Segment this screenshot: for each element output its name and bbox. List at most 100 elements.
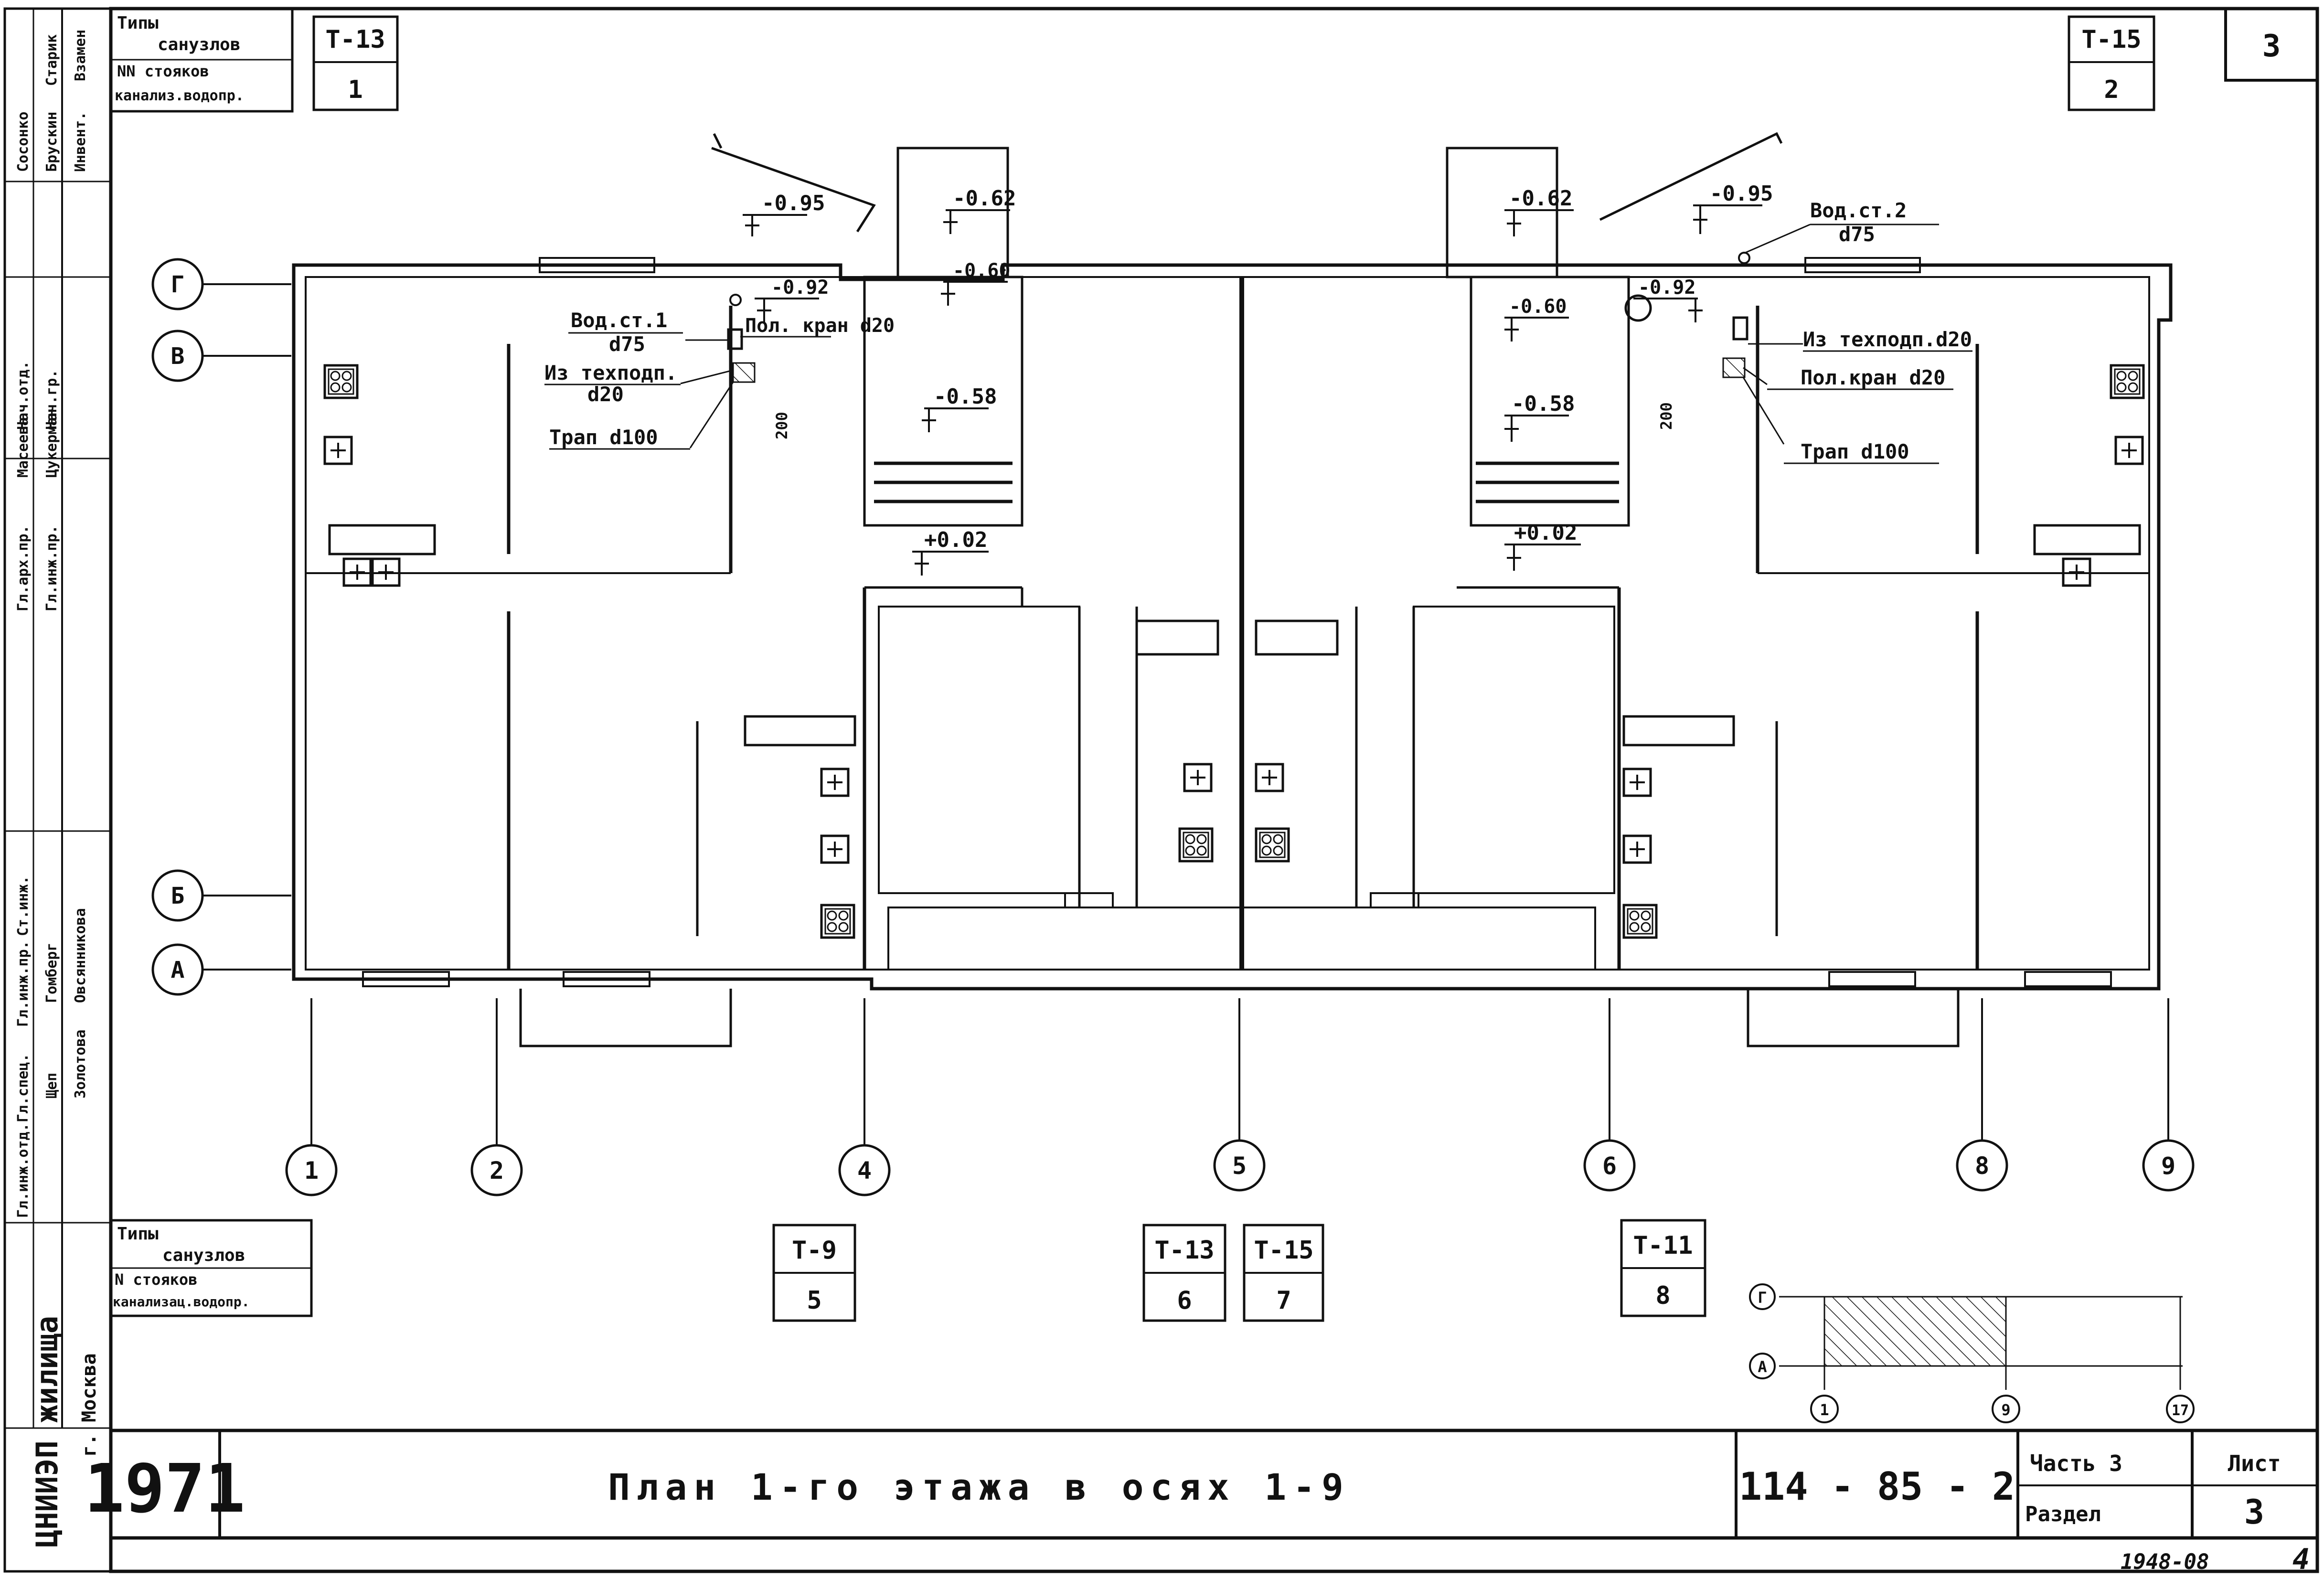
type-box-riser: 5 (807, 1286, 821, 1315)
column-axes: 1 2 4 5 6 8 9 (285, 998, 2195, 1196)
level-mark: -0.92 (755, 277, 829, 322)
level-mark: -0.60 (1504, 296, 1569, 341)
sink-icon-2 (821, 769, 848, 796)
types-label-l1: Типы (117, 13, 159, 33)
sink-icon-3 (821, 836, 848, 863)
type-box-riser: 8 (1655, 1281, 1670, 1310)
sink-icon-5 (1256, 764, 1283, 791)
level-mark: -0.58 (922, 384, 997, 432)
type-box-6: Т-136 (1142, 1224, 1226, 1322)
level-value: -0.60 (953, 260, 1010, 282)
row-axes: Г В Б А (151, 258, 291, 996)
stamp-name-6: Цукерман (43, 409, 60, 478)
axis-row-label: Б (171, 883, 185, 909)
riser-diameter: d75 (1839, 223, 1875, 246)
dim-label: 200 (773, 412, 791, 439)
key-row-label: Г (1758, 1289, 1767, 1307)
stamp-name-4: Овсянникова (72, 908, 89, 1003)
stamp-name-5: Масеева (15, 417, 32, 478)
key-plan: Г А 1 9 17 (1749, 1283, 2195, 1423)
axis-col-label: 4 (857, 1157, 872, 1184)
level-mark: -0.62 (1504, 186, 1574, 236)
level-value: -0.60 (1509, 296, 1567, 318)
from-tech-label: Из техподп. (544, 361, 677, 384)
stamp-role-5: Гл.арх.пр. (15, 525, 32, 611)
drain-label: Трап d100 (549, 426, 658, 449)
building-walls (292, 132, 2173, 1047)
from-tech-diameter: d20 (587, 383, 624, 406)
level-value: -0.95 (1710, 181, 1773, 206)
axis-col-8: 8 (1956, 998, 2008, 1192)
stove-icon-2 (821, 905, 854, 938)
drawing-code: 114 - 85 - 2 (1739, 1464, 2015, 1509)
riser-diameter: d75 (609, 332, 645, 356)
stamp-name-7: Сосонко (15, 112, 32, 172)
level-value: +0.02 (1514, 521, 1577, 545)
axis-row-a: А (151, 943, 291, 996)
level-marks-right: -0.62 -0.95 -0.60 -0.92 -0.58 +0.02 (1504, 181, 1773, 571)
plumbing-callouts-left: Вод.ст.1 d75 Пол. кран d20 Из техподп. d… (544, 294, 895, 450)
archive-number: 1948-08 (2121, 1550, 2209, 1574)
axis-col-4: 4 (838, 998, 891, 1196)
plumbing-fixtures (325, 365, 2143, 938)
stamp-role-8: Нач.гр. (43, 370, 60, 430)
stamp-role-6: Гл.инж.пр. (43, 525, 60, 611)
type-box-type: Т-9 (792, 1236, 837, 1265)
stamp-name-3: Золотова (72, 1030, 89, 1099)
type-box-1-riser: 1 (348, 75, 362, 104)
stamp-city: г. Москва (78, 1353, 100, 1457)
key-col-label: 17 (2172, 1402, 2189, 1419)
type-box-1-type: Т-13 (325, 25, 385, 54)
type-box-riser: 6 (1177, 1286, 1192, 1315)
stamp-role-2: Гл.спец. (15, 1054, 32, 1123)
stove-icon-4 (1256, 829, 1289, 861)
axis-col-9: 9 (2142, 998, 2195, 1192)
type-box-2-type: Т-15 (2081, 25, 2141, 54)
axis-col-2: 2 (470, 998, 523, 1196)
level-mark: +0.02 (1504, 521, 1581, 571)
stamp-role-1: Гл.инж.отд. (15, 1123, 32, 1218)
stamp-role-10: Взамен (72, 30, 89, 81)
riser-label: Вод.ст.1 (571, 309, 667, 332)
side-stamp: Гл.инж.отд. Гл.спец. Гл.инж.пр. Ст.инж. … (3, 7, 112, 1573)
drain-label: Трап d100 (1801, 440, 1909, 463)
axis-row-label: В (171, 343, 185, 370)
stove-icon-1 (325, 365, 357, 398)
sanitary-types-bottom-label: Типы санузлов N стояков канализац.водопр… (109, 1219, 313, 1317)
stamp-org: ЦНИИЭП жилища (30, 1316, 64, 1547)
key-col-label: 1 (1820, 1401, 1829, 1419)
stamp-role-7: Нач.отд. (15, 361, 32, 430)
stove-icon-5 (1624, 905, 1656, 938)
type-box-8: Т-11 8 (1620, 1219, 1706, 1317)
level-marks-left: -0.95 -0.62 -0.92 -0.60 -0.58 +0.02 (743, 186, 1016, 576)
sanitary-types-top-left: Типы санузлов NN стояков канализ.водопр.… (109, 7, 399, 113)
floor-tap-label: Пол. кран d20 (745, 315, 895, 337)
part-label: Часть 3 (2030, 1451, 2122, 1476)
axis-col-label: 5 (1232, 1152, 1247, 1180)
level-value: -0.58 (934, 384, 997, 409)
type-box-5: Т-9 5 (772, 1224, 856, 1322)
types-label-l2: санузлов (158, 35, 240, 54)
dim-label: 200 (1657, 402, 1675, 430)
sanitary-type-boxes: Т-95 Т-136 Т-157 Т-118 (772, 1219, 1706, 1322)
level-mark: -0.58 (1504, 392, 1575, 442)
level-value: -0.95 (762, 191, 825, 215)
types-label-b1: Типы (117, 1224, 159, 1244)
section-label: Раздел (2025, 1502, 2101, 1526)
level-value: -0.62 (953, 186, 1016, 211)
stamp-role-3: Гл.инж.пр. (15, 940, 32, 1027)
stove-icon-3 (1180, 829, 1212, 861)
axis-row-v: В (151, 330, 291, 382)
floor-tap-label: Пол.кран d20 (1801, 366, 1945, 389)
sanitary-types-top-right: Т-15 2 (2068, 15, 2155, 111)
level-value: -0.92 (1638, 277, 1695, 299)
types-label-l4: канализ.водопр. (115, 87, 244, 104)
type-box-type: Т-11 (1633, 1231, 1693, 1260)
from-tech-label: Из техподп.d20 (1803, 328, 1972, 351)
title-year: 1971 (84, 1450, 245, 1528)
axis-row-label: А (171, 957, 185, 983)
sink-icon-6 (1624, 769, 1651, 796)
stamp-name-9: Старик (43, 34, 60, 86)
level-value: -0.92 (771, 277, 829, 299)
